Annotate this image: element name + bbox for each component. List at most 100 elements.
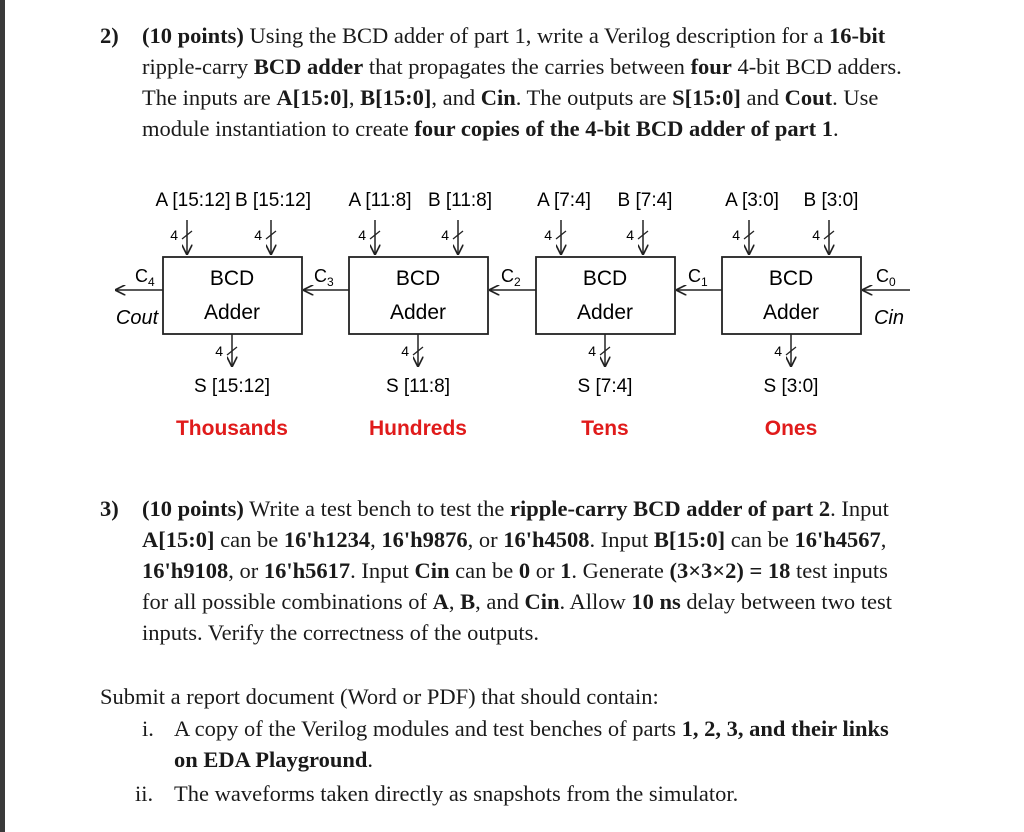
list-number: i. — [142, 716, 154, 741]
text-line: on EDA Playground. — [174, 744, 889, 775]
text-run: , — [348, 85, 361, 110]
block-label-line1: BCD — [583, 267, 627, 290]
text-line: The waveforms taken directly as snapshot… — [174, 778, 738, 809]
bus-width-label: 4 — [774, 343, 782, 359]
bcd-adder-block-hundreds: A [11:8] B [11:8] 4 4 BCD Adder 4 S [11:… — [348, 190, 492, 440]
text-run: , or — [467, 527, 504, 552]
text-run: . Generate — [571, 558, 670, 583]
text-run: . Input — [350, 558, 415, 583]
bold-text: 16'h5617 — [263, 558, 351, 583]
carry-label-c3: C3 — [314, 266, 334, 289]
question-3-number: 3) — [100, 496, 119, 521]
block-label-line2: Adder — [763, 301, 819, 324]
text-run: , or — [228, 558, 264, 583]
list-number: ii. — [135, 781, 154, 806]
bus-width-label: 4 — [732, 227, 740, 243]
text-run: . Input — [830, 496, 889, 521]
text-line: module instantiation to create four copi… — [142, 113, 922, 144]
output-sum-label: S [11:8] — [386, 376, 450, 397]
text-run: . — [832, 116, 839, 141]
text-run: for all possible combinations of — [142, 589, 433, 614]
bus-width-label: 4 — [588, 343, 596, 359]
text-run: can be — [449, 558, 519, 583]
carry-label-c1: C1 — [688, 266, 708, 289]
digit-place-label: Tens — [581, 417, 628, 440]
bus-width-label: 4 — [254, 227, 262, 243]
text-run: delay between two test — [680, 589, 892, 614]
bold-text: A[15:0] — [276, 85, 349, 110]
bold-text: (3×3×2) = 18 — [669, 558, 791, 583]
carry-label-c0: C0 — [876, 266, 896, 289]
bold-text: 16'h4508 — [503, 527, 590, 552]
text-run: . The outputs are — [515, 85, 673, 110]
bold-text: ripple-carry BCD adder of part 2 — [510, 496, 831, 521]
bus-width-label: 4 — [215, 343, 223, 359]
input-a-label: A [3:0] — [725, 190, 779, 211]
text-run: , and — [475, 589, 525, 614]
text-run: or — [530, 558, 561, 583]
text-run: , — [448, 589, 461, 614]
cout-label: Cout — [116, 307, 160, 329]
input-a-label: A [7:4] — [537, 190, 591, 211]
bold-text: Cin — [524, 589, 560, 614]
bold-text: 16'h9108 — [142, 558, 229, 583]
text-run: A copy of the Verilog modules and test b… — [174, 716, 682, 741]
text-line: (10 points) Write a test bench to test t… — [142, 493, 922, 524]
bold-text: (10 points) — [142, 23, 244, 48]
question-3-text: (10 points) Write a test bench to test t… — [142, 493, 922, 648]
bus-width-label: 4 — [358, 227, 366, 243]
input-a-label: A [11:8] — [348, 190, 411, 211]
digit-place-label: Thousands — [176, 417, 288, 440]
bold-text: on EDA Playground — [174, 747, 368, 772]
ripple-carry-bcd-adder-diagram: A [15:12] B [15:12] 4 4 BCD Adder 4 S [1… — [0, 190, 910, 440]
block-label-line1: BCD — [210, 267, 254, 290]
bold-text: (10 points) — [142, 496, 244, 521]
bus-width-label: 4 — [170, 227, 178, 243]
block-label-line2: Adder — [204, 301, 260, 324]
block-label-line2: Adder — [390, 301, 446, 324]
text-line: The inputs are A[15:0], B[15:0], and Cin… — [142, 82, 922, 113]
text-run: The waveforms taken directly as snapshot… — [174, 781, 739, 806]
bold-text: 10 ns — [631, 589, 681, 614]
input-b-label: B [3:0] — [804, 190, 859, 211]
text-run: . — [367, 747, 374, 772]
bold-text: 1, 2, 3, and their links — [681, 716, 889, 741]
submission-intro: Submit a report document (Word or PDF) t… — [100, 684, 659, 709]
text-line: for all possible combinations of A, B, a… — [142, 586, 922, 617]
bold-text: 16'h4567 — [794, 527, 881, 552]
text-run: and — [740, 85, 785, 110]
bold-text: Cin — [480, 85, 516, 110]
bold-text: S[15:0] — [672, 85, 741, 110]
bold-text: A[15:0] — [142, 527, 215, 552]
bold-text: 16-bit — [828, 23, 886, 48]
text-run: Using the BCD adder of part 1, write a V… — [243, 23, 829, 48]
output-sum-label: S [15:12] — [194, 376, 270, 397]
text-run: module instantiation to create — [142, 116, 415, 141]
text-line: A copy of the Verilog modules and test b… — [174, 713, 889, 744]
text-run: . Allow — [559, 589, 632, 614]
text-run: inputs. Verify the correctness of the ou… — [142, 620, 540, 645]
bold-text: 16'h1234 — [283, 527, 371, 552]
question-2: 2) (10 points) Using the BCD adder of pa… — [0, 20, 1024, 150]
text-run: , and — [431, 85, 481, 110]
digit-place-label: Ones — [765, 417, 818, 440]
input-b-label: B [15:12] — [235, 190, 311, 211]
bcd-adder-block-thousands: A [15:12] B [15:12] 4 4 BCD Adder 4 S [1… — [155, 190, 311, 440]
bold-text: four — [690, 54, 732, 79]
text-run: 4-bit BCD adders. — [731, 54, 902, 79]
bold-text: Cin — [414, 558, 450, 583]
text-run: can be — [214, 527, 284, 552]
list-item-text: The waveforms taken directly as snapshot… — [174, 778, 738, 809]
input-a-label: A [15:12] — [155, 190, 230, 211]
carry-label-c4: C4 — [135, 266, 155, 289]
question-3: 3) (10 points) Write a test bench to tes… — [0, 493, 1024, 653]
input-b-label: B [7:4] — [618, 190, 673, 211]
bcd-adder-block-ones: A [3:0] B [3:0] 4 4 BCD Adder 4 S [3:0] … — [721, 190, 862, 440]
bus-width-label: 4 — [626, 227, 634, 243]
bold-text: 0 — [518, 558, 531, 583]
text-line: ripple-carry BCD adder that propagates t… — [142, 51, 922, 82]
bold-text: B[15:0] — [653, 527, 726, 552]
text-run: that propagates the carries between — [363, 54, 691, 79]
text-run: test inputs — [790, 558, 888, 583]
text-run: . Input — [589, 527, 654, 552]
